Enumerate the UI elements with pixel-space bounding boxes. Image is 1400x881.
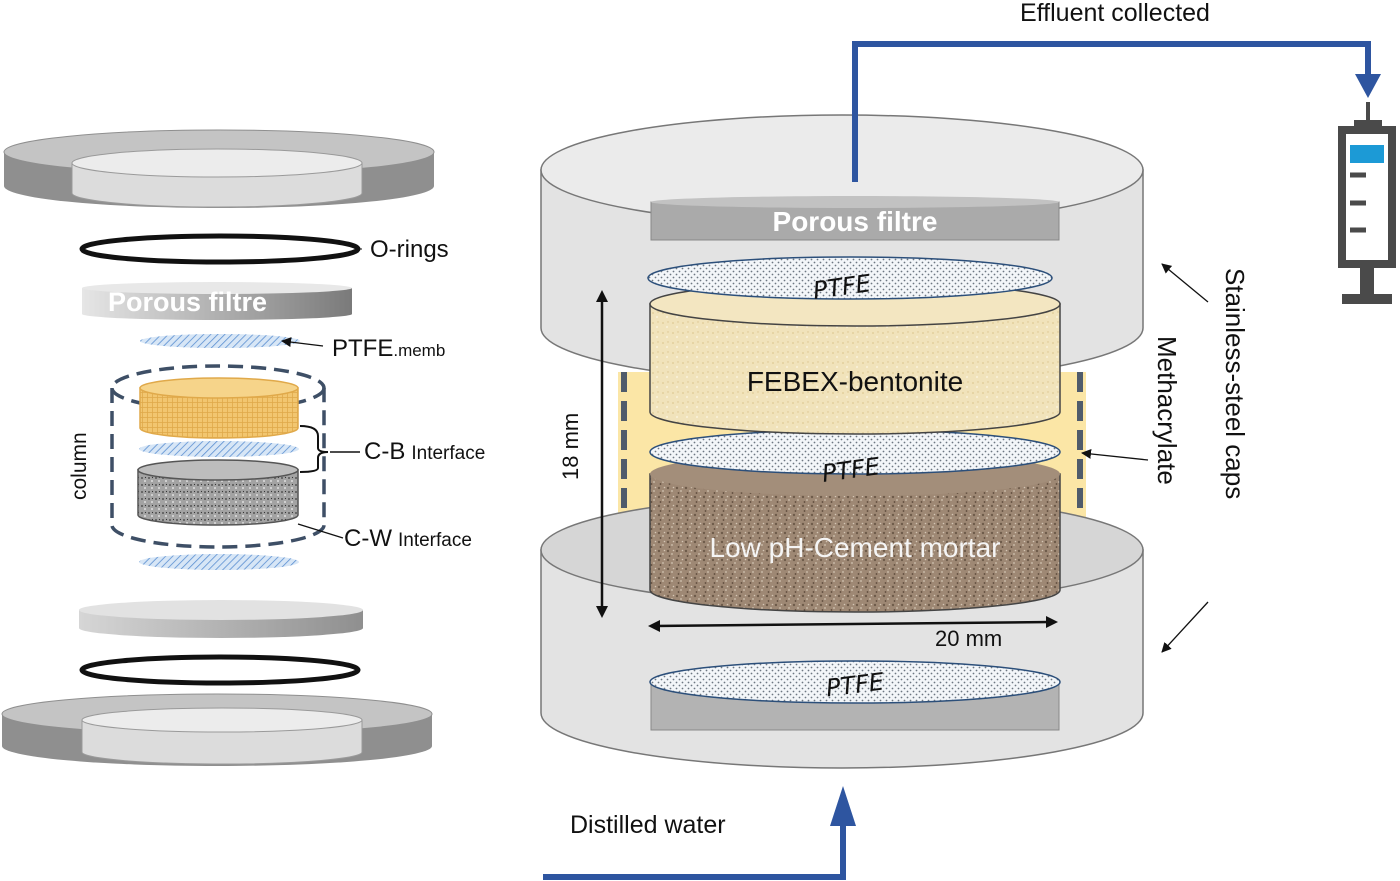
porous-filter-left-label: Porous filtre <box>108 287 267 317</box>
ptfe-middle: PTFE <box>649 429 1061 488</box>
steel-caps-label: Stainless-steel caps <box>1220 268 1250 499</box>
c-b-bracket <box>299 425 329 473</box>
distilled-water-tube <box>543 820 846 880</box>
porous-filter-top: Porous filtre <box>650 196 1060 241</box>
exploded-ptfe-membrane-mid <box>139 441 299 457</box>
exploded-bentonite <box>139 377 299 439</box>
ptfe-memb-label: PTFE.memb <box>332 335 445 362</box>
diameter-dimension: 20 mm <box>648 616 1058 651</box>
distilled-water-label: Distilled water <box>570 811 726 839</box>
exploded-o-ring-bottom <box>79 654 361 686</box>
syringe-icon <box>1338 102 1396 304</box>
height-dimension: 18 mm <box>558 290 608 618</box>
diameter-label: 20 mm <box>935 626 1002 651</box>
exploded-mortar <box>137 459 299 526</box>
exploded-bottom-cap <box>1 693 433 766</box>
exploded-ptfe-membrane-top <box>140 334 300 348</box>
methacrylate-label: Methacrylate <box>1152 336 1182 485</box>
exploded-ptfe-membrane-bottom <box>139 554 299 570</box>
exploded-top-cap <box>3 129 435 208</box>
ptfe-bottom: PTFE <box>649 660 1061 704</box>
exploded-o-ring-top <box>79 233 361 265</box>
effluent-label: Effluent collected <box>1020 0 1210 27</box>
mortar-label: Low pH-Cement mortar <box>710 532 1001 563</box>
height-label: 18 mm <box>558 413 583 480</box>
porous-filter-right-label: Porous filtre <box>773 206 938 237</box>
exploded-column-outline <box>110 364 326 549</box>
febex-bentonite-sample: FEBEX-bentonite <box>649 281 1061 435</box>
exploded-porous-filter: Porous filtre <box>82 282 352 320</box>
column-label: column <box>68 432 91 500</box>
exploded-porous-disk-bottom <box>79 600 363 638</box>
o-rings-label: O-rings <box>370 236 449 263</box>
ptfe-top: PTFE <box>647 256 1053 305</box>
febex-label: FEBEX-bentonite <box>747 366 963 397</box>
